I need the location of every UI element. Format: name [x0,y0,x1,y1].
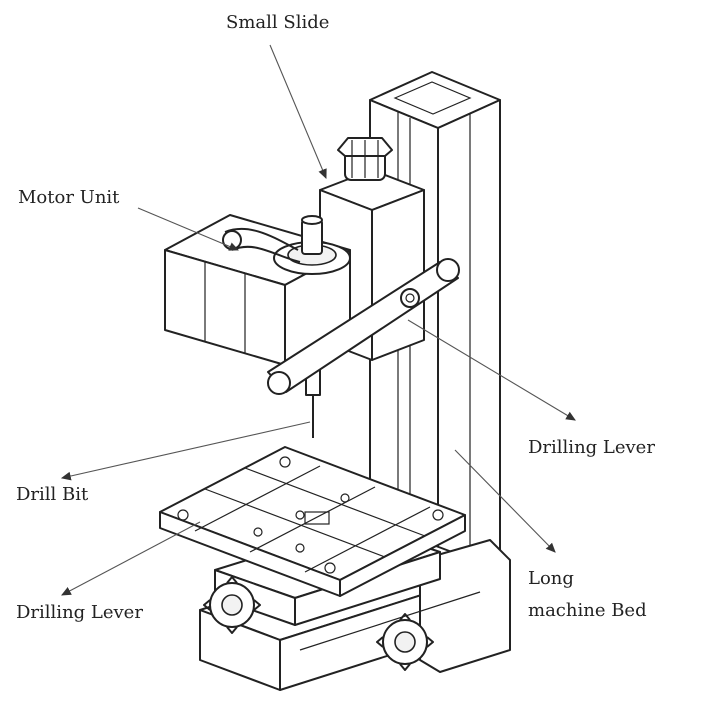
leader-drilling-lever-left [61,521,201,596]
drilling-lever-arm [267,258,460,395]
label-long-machine-bed-line2: machine Bed [528,600,647,621]
leader-long-machine-bed [454,449,556,553]
leader-lines [60,44,576,596]
label-drilling-lever-left: Drilling Lever [16,602,143,623]
label-drilling-lever-right: Drilling Lever [528,437,655,458]
leader-drill-bit [60,421,311,481]
leader-small-slide [269,44,327,180]
handwheel-left [203,576,261,634]
label-drill-bit: Drill Bit [16,484,89,505]
handwheel-right [376,613,434,671]
leader-drilling-lever-right [407,319,576,421]
label-small-slide: Small Slide [226,12,330,33]
leader-motor-unit [137,207,240,251]
label-motor-unit: Motor Unit [18,187,120,208]
work-table [159,446,466,597]
label-long-machine-bed-line1: Long [528,568,574,589]
motor-unit [164,214,351,366]
